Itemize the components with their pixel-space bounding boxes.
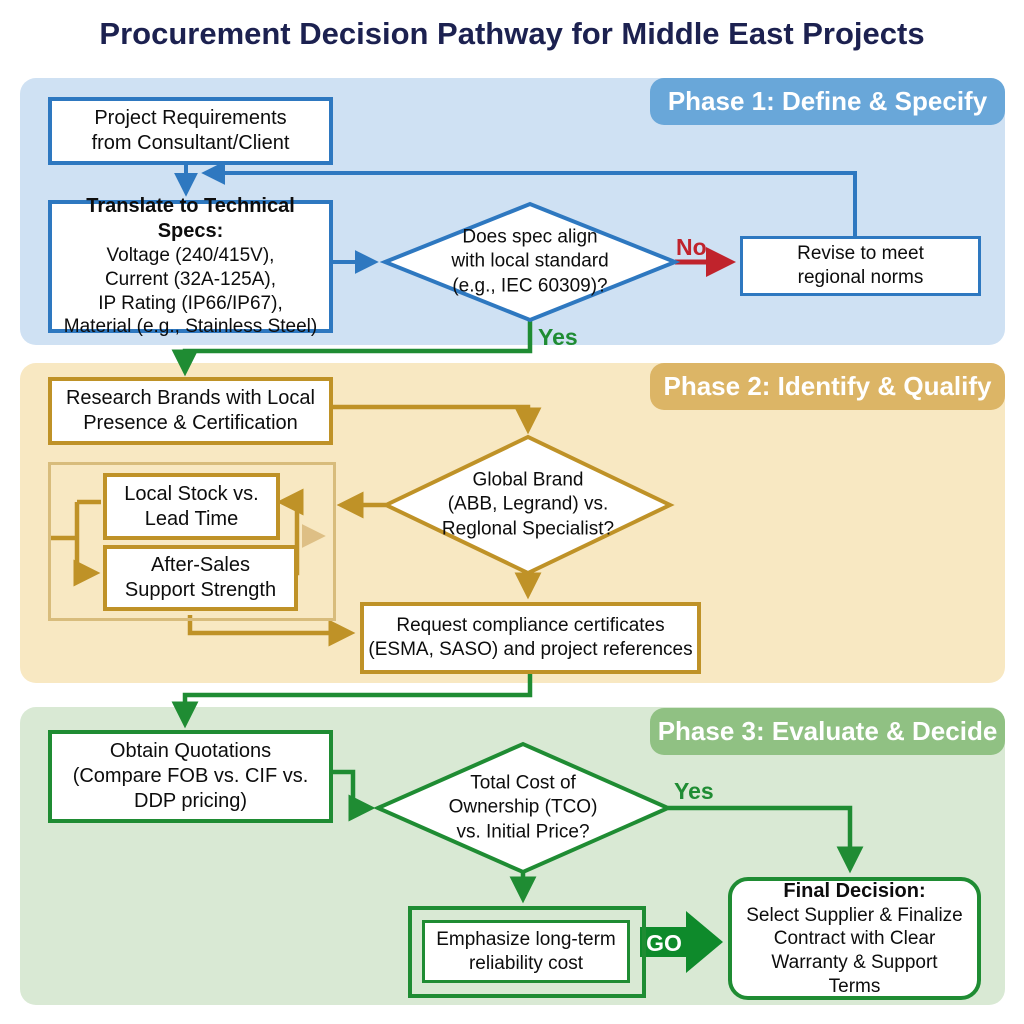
phase2-header: Phase 2: Identify & Qualify [650, 363, 1005, 410]
translate-specs-box: Translate to Technical Specs: Voltage (2… [48, 195, 333, 337]
final-decision-body: Select Supplier & Finalize Contract with… [746, 904, 963, 997]
emphasize-outer-box [408, 906, 646, 998]
yes1-label: Yes [538, 324, 578, 350]
after-sales-box: After-Sales Support Strength [103, 545, 298, 611]
research-brands-box: Research Brands with Local Presence & Ce… [48, 377, 333, 445]
phase1-header: Phase 1: Define & Specify [650, 78, 1005, 125]
final-decision-title: Final Decision: [783, 879, 926, 902]
local-stock-box: Local Stock vs. Lead Time [103, 473, 280, 540]
decision1-text: Does spec align with local standard (e.g… [451, 226, 609, 297]
go-label: GO [646, 930, 682, 956]
page-title: Procurement Decision Pathway for Middle … [99, 16, 925, 51]
decision2-text: Global Brand (ABB, Legrand) vs. Reglonal… [441, 469, 615, 540]
translate-specs-body: Voltage (240/415V), Current (32A-125A), … [63, 245, 318, 338]
translate-specs-title: Translate to Technical Specs: [86, 195, 295, 242]
revise-box: Revise to meet regional norms [740, 236, 981, 296]
project-requirements-box: Project Requirements from Consultant/Cli… [48, 97, 333, 165]
obtain-quotations-box: Obtain Quotations (Compare FOB vs. CIF v… [48, 730, 333, 823]
phase3-header: Phase 3: Evaluate & Decide [650, 708, 1005, 755]
no-label: No [676, 234, 707, 260]
emphasize-box: Emphasize long-term reliability cost [422, 920, 630, 983]
decision3-text: Total Cost of Ownership (TCO) vs. Initia… [448, 772, 598, 843]
criteria-container [48, 462, 336, 621]
final-decision-box: Final Decision: Select Supplier & Finali… [728, 877, 981, 1000]
yes3-label: Yes [674, 778, 714, 804]
request-certificates-box: Request compliance certificates (ESMA, S… [360, 602, 701, 674]
